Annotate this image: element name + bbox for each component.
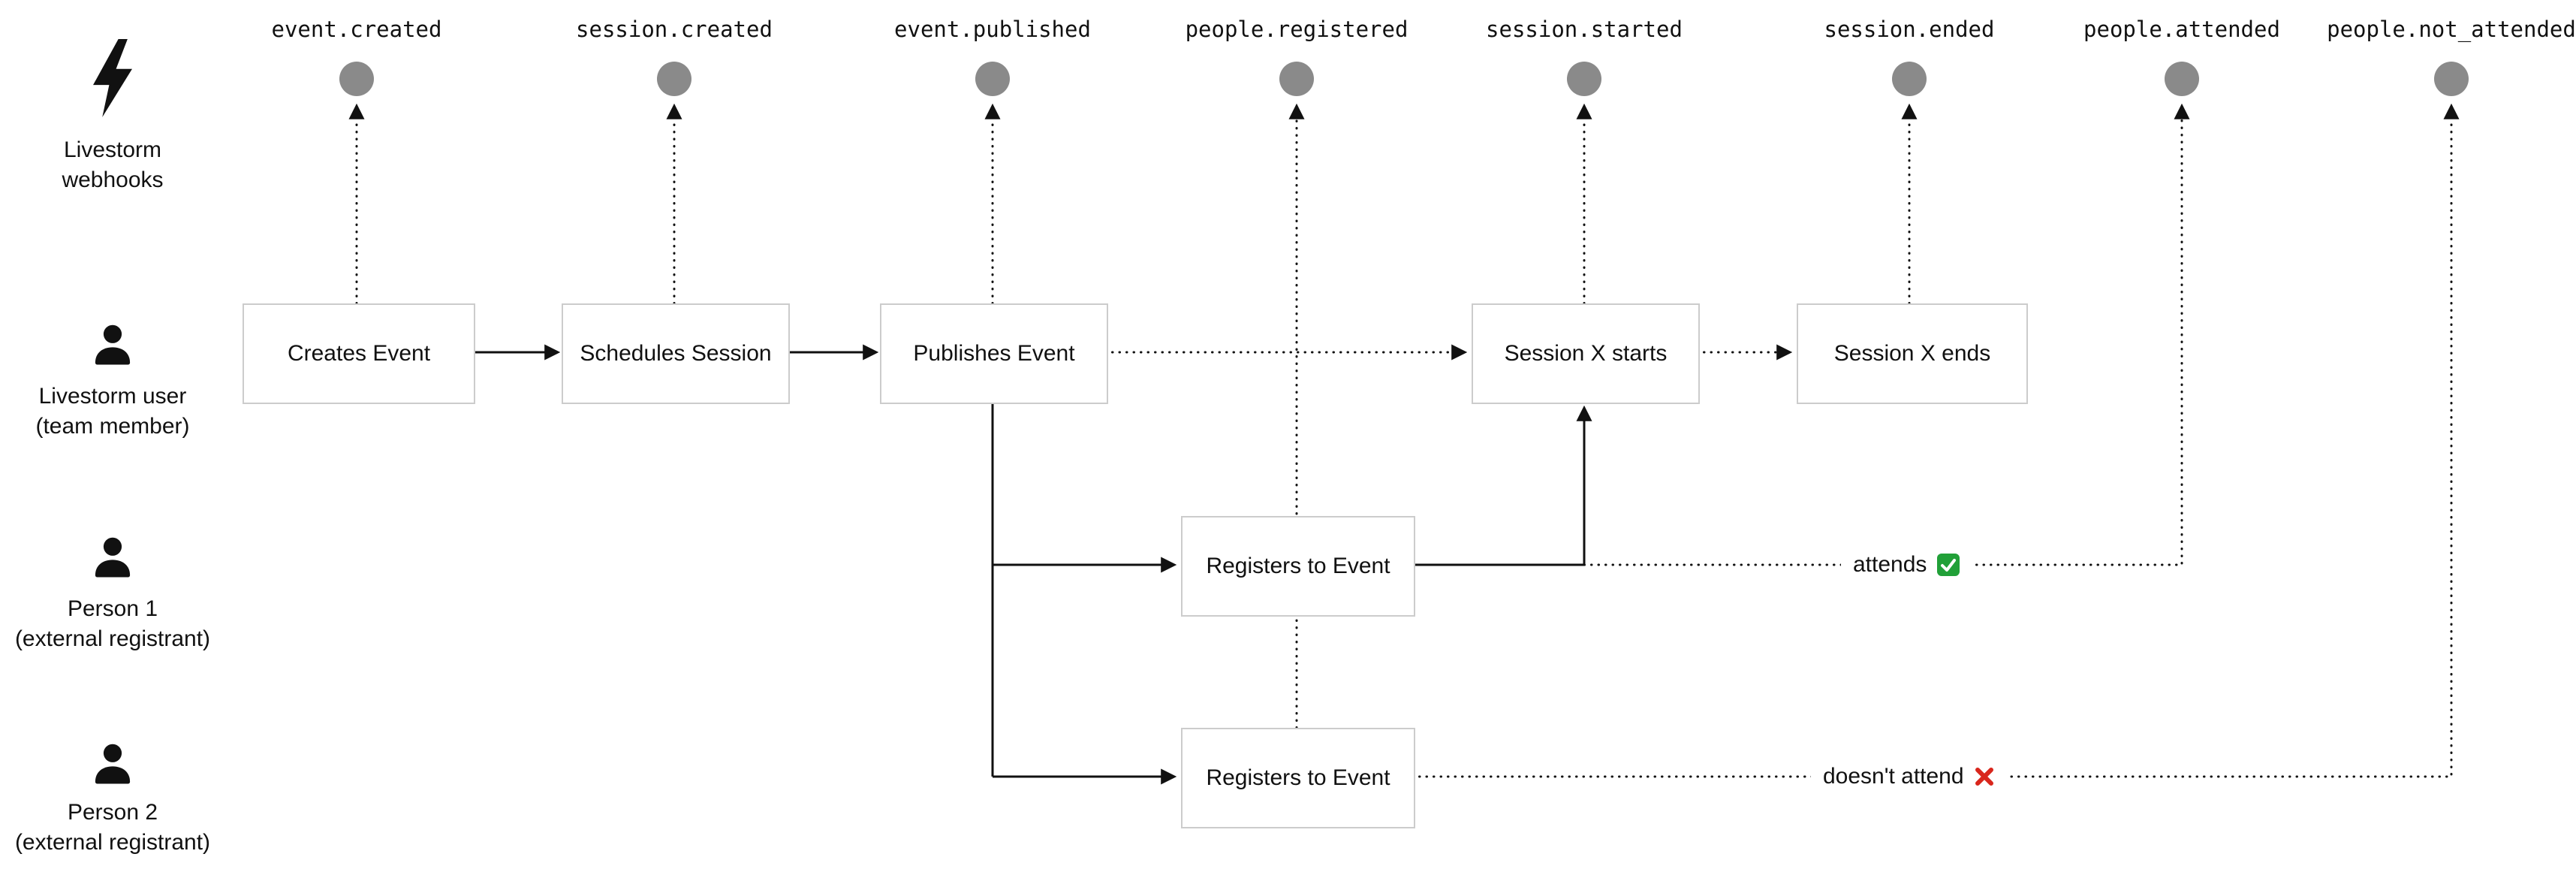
- webhook-column: people.not_attended: [2301, 17, 2576, 96]
- webhook-dot: [339, 62, 374, 96]
- check-icon: [1936, 552, 1961, 578]
- webhook-column: session.ended: [1759, 17, 2059, 96]
- lane-person-2: Person 2 (external registrant): [0, 798, 233, 858]
- person-icon: [88, 738, 137, 792]
- lane-person-1: Person 1 (external registrant): [0, 594, 233, 654]
- doesnt-attend-annotation: doesn't attend: [1811, 756, 2008, 798]
- webhook-column: session.started: [1434, 17, 1734, 96]
- lane-title: Person 2: [67, 800, 158, 825]
- webhook-column: session.created: [524, 17, 824, 96]
- lane-title: Livestorm user: [38, 384, 187, 409]
- webhook-column: people.attended: [2032, 17, 2332, 96]
- webhook-dot: [2434, 62, 2469, 96]
- flow-box-registers-to-event-p1: Registers to Event: [1181, 516, 1415, 617]
- cross-icon: [1973, 765, 1996, 788]
- webhook-column: event.created: [206, 17, 507, 96]
- lightning-icon: [86, 39, 139, 121]
- lane-livestorm-webhooks: Livestorm webhooks: [0, 135, 233, 195]
- webhook-dot: [1279, 62, 1314, 96]
- webhook-label: event.created: [271, 17, 442, 42]
- flow-box-creates-event: Creates Event: [243, 303, 475, 404]
- webhook-label: event.published: [894, 17, 1091, 42]
- webhook-dot: [975, 62, 1010, 96]
- flow-box-session-x-starts: Session X starts: [1472, 303, 1700, 404]
- lane-title: Person 1: [67, 596, 158, 621]
- webhook-label: people.attended: [2083, 17, 2280, 42]
- webhook-label: session.ended: [1824, 17, 1995, 42]
- person-icon: [88, 532, 137, 585]
- webhook-dot: [657, 62, 691, 96]
- attends-annotation: attends: [1841, 544, 1974, 586]
- webhook-label: session.created: [576, 17, 773, 42]
- lane-subtitle: (external registrant): [14, 830, 211, 855]
- webhook-column: event.published: [842, 17, 1143, 96]
- webhook-label: session.started: [1486, 17, 1683, 42]
- flow-box-session-x-ends: Session X ends: [1797, 303, 2028, 404]
- lane-subtitle: (external registrant): [14, 626, 211, 651]
- lane-subtitle: webhooks: [62, 167, 164, 192]
- webhook-column: people.registered: [1146, 17, 1447, 96]
- person-icon: [88, 319, 137, 373]
- attends-label: attends: [1853, 552, 1927, 577]
- flow-box-schedules-session: Schedules Session: [562, 303, 790, 404]
- lane-subtitle: (team member): [35, 414, 190, 439]
- lane-livestorm-user: Livestorm user (team member): [0, 382, 233, 442]
- webhook-label: people.registered: [1185, 17, 1409, 42]
- lane-title: Livestorm: [63, 137, 162, 162]
- webhook-dot: [1567, 62, 1601, 96]
- flow-box-publishes-event: Publishes Event: [880, 303, 1108, 404]
- webhook-dot: [1892, 62, 1927, 96]
- doesnt-attend-label: doesn't attend: [1823, 764, 1964, 789]
- webhook-dot: [2165, 62, 2199, 96]
- webhook-label: people.not_attended: [2327, 17, 2576, 42]
- flow-box-registers-to-event-p2: Registers to Event: [1181, 728, 1415, 828]
